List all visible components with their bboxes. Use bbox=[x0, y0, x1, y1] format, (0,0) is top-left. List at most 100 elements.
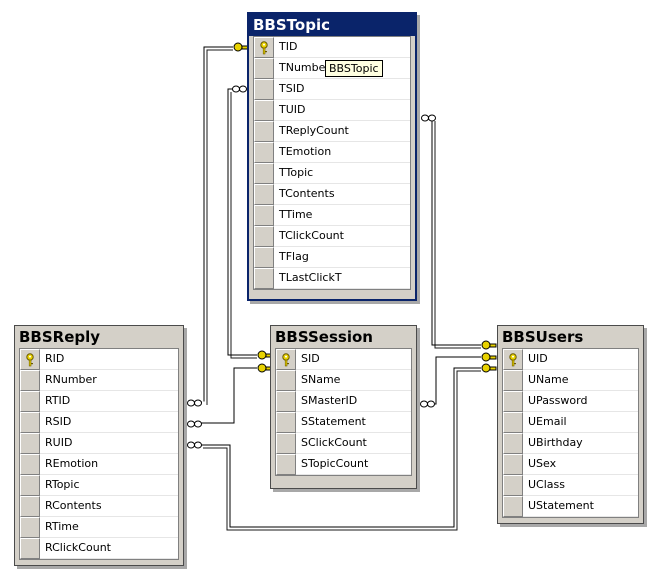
column-row[interactable]: REmotion bbox=[20, 454, 178, 475]
column-row[interactable]: TReplyCount bbox=[254, 121, 410, 142]
row-selector[interactable] bbox=[254, 100, 274, 121]
row-selector[interactable] bbox=[20, 538, 40, 559]
column-row[interactable]: RNumber bbox=[20, 370, 178, 391]
column-row[interactable]: RContents bbox=[20, 496, 178, 517]
column-name: TTime bbox=[274, 205, 410, 226]
column-row[interactable]: UID bbox=[503, 349, 638, 370]
column-row[interactable]: SClickCount bbox=[276, 433, 411, 454]
column-row[interactable]: TTime bbox=[254, 205, 410, 226]
row-selector[interactable] bbox=[503, 349, 523, 370]
column-row[interactable]: UPassword bbox=[503, 391, 638, 412]
column-name: SName bbox=[296, 370, 411, 391]
table-title[interactable]: BBSReply bbox=[15, 326, 183, 348]
row-selector[interactable] bbox=[254, 247, 274, 268]
column-row[interactable]: TEmotion bbox=[254, 142, 410, 163]
row-selector[interactable] bbox=[503, 496, 523, 517]
column-row[interactable]: RSID bbox=[20, 412, 178, 433]
row-selector[interactable] bbox=[276, 454, 296, 475]
primary-key-icon bbox=[281, 352, 291, 367]
column-row[interactable]: SStatement bbox=[276, 412, 411, 433]
column-row[interactable]: UEmail bbox=[503, 412, 638, 433]
row-selector[interactable] bbox=[503, 412, 523, 433]
table-title[interactable]: BBSSession bbox=[271, 326, 416, 348]
column-row[interactable]: RTopic bbox=[20, 475, 178, 496]
column-name: TEmotion bbox=[274, 142, 410, 163]
row-selector[interactable] bbox=[254, 37, 274, 58]
column-row[interactable]: TSID bbox=[254, 79, 410, 100]
column-name: RUID bbox=[40, 433, 178, 454]
column-row[interactable]: UName bbox=[503, 370, 638, 391]
row-selector[interactable] bbox=[20, 370, 40, 391]
row-selector[interactable] bbox=[503, 454, 523, 475]
row-selector[interactable] bbox=[20, 412, 40, 433]
column-row[interactable]: SName bbox=[276, 370, 411, 391]
row-selector[interactable] bbox=[276, 412, 296, 433]
column-row[interactable]: UClass bbox=[503, 475, 638, 496]
column-row[interactable]: SID bbox=[276, 349, 411, 370]
column-row[interactable]: TFlag bbox=[254, 247, 410, 268]
column-name: RContents bbox=[40, 496, 178, 517]
column-row[interactable]: UBirthday bbox=[503, 433, 638, 454]
row-selector[interactable] bbox=[276, 391, 296, 412]
column-row[interactable]: RClickCount bbox=[20, 538, 178, 559]
row-selector[interactable] bbox=[20, 433, 40, 454]
row-selector[interactable] bbox=[276, 349, 296, 370]
row-selector[interactable] bbox=[20, 496, 40, 517]
column-row[interactable]: TTopic bbox=[254, 163, 410, 184]
column-row[interactable]: RUID bbox=[20, 433, 178, 454]
row-selector[interactable] bbox=[254, 79, 274, 100]
column-name: RTID bbox=[40, 391, 178, 412]
column-name: SClickCount bbox=[296, 433, 411, 454]
column-row[interactable]: TLastClickT bbox=[254, 268, 410, 289]
row-selector[interactable] bbox=[503, 433, 523, 454]
column-name: UEmail bbox=[523, 412, 638, 433]
column-name: RNumber bbox=[40, 370, 178, 391]
row-selector[interactable] bbox=[20, 391, 40, 412]
column-row[interactable]: TClickCount bbox=[254, 226, 410, 247]
row-selector[interactable] bbox=[254, 268, 274, 289]
row-selector[interactable] bbox=[503, 391, 523, 412]
table-title[interactable]: BBSUsers bbox=[498, 326, 643, 348]
primary-key-icon bbox=[508, 352, 518, 367]
column-name: UClass bbox=[523, 475, 638, 496]
column-row[interactable]: TNumber bbox=[254, 58, 410, 79]
column-row[interactable]: STopicCount bbox=[276, 454, 411, 475]
column-row[interactable]: TUID bbox=[254, 100, 410, 121]
row-selector[interactable] bbox=[254, 58, 274, 79]
row-selector[interactable] bbox=[254, 226, 274, 247]
row-selector[interactable] bbox=[20, 475, 40, 496]
primary-key-icon bbox=[25, 352, 35, 367]
row-selector[interactable] bbox=[276, 433, 296, 454]
row-selector[interactable] bbox=[254, 121, 274, 142]
row-selector[interactable] bbox=[20, 349, 40, 370]
column-name: SMasterID bbox=[296, 391, 411, 412]
column-row[interactable]: UStatement bbox=[503, 496, 638, 517]
column-name: RID bbox=[40, 349, 178, 370]
row-selector[interactable] bbox=[254, 184, 274, 205]
row-selector[interactable] bbox=[254, 163, 274, 184]
column-name: SStatement bbox=[296, 412, 411, 433]
column-name: UName bbox=[523, 370, 638, 391]
column-row[interactable]: TContents bbox=[254, 184, 410, 205]
infinity-icon bbox=[187, 85, 436, 449]
column-row[interactable]: USex bbox=[503, 454, 638, 475]
row-selector[interactable] bbox=[20, 454, 40, 475]
row-selector[interactable] bbox=[254, 205, 274, 226]
row-selector[interactable] bbox=[503, 370, 523, 391]
column-name: UStatement bbox=[523, 496, 638, 517]
column-row[interactable]: SMasterID bbox=[276, 391, 411, 412]
column-row[interactable]: RID bbox=[20, 349, 178, 370]
column-name: REmotion bbox=[40, 454, 178, 475]
row-selector[interactable] bbox=[503, 475, 523, 496]
row-selector[interactable] bbox=[254, 142, 274, 163]
table-title[interactable]: BBSTopic bbox=[249, 14, 415, 36]
column-row[interactable]: RTID bbox=[20, 391, 178, 412]
column-row[interactable]: RTime bbox=[20, 517, 178, 538]
column-row[interactable]: TID bbox=[254, 37, 410, 58]
row-selector[interactable] bbox=[20, 517, 40, 538]
row-selector[interactable] bbox=[276, 370, 296, 391]
